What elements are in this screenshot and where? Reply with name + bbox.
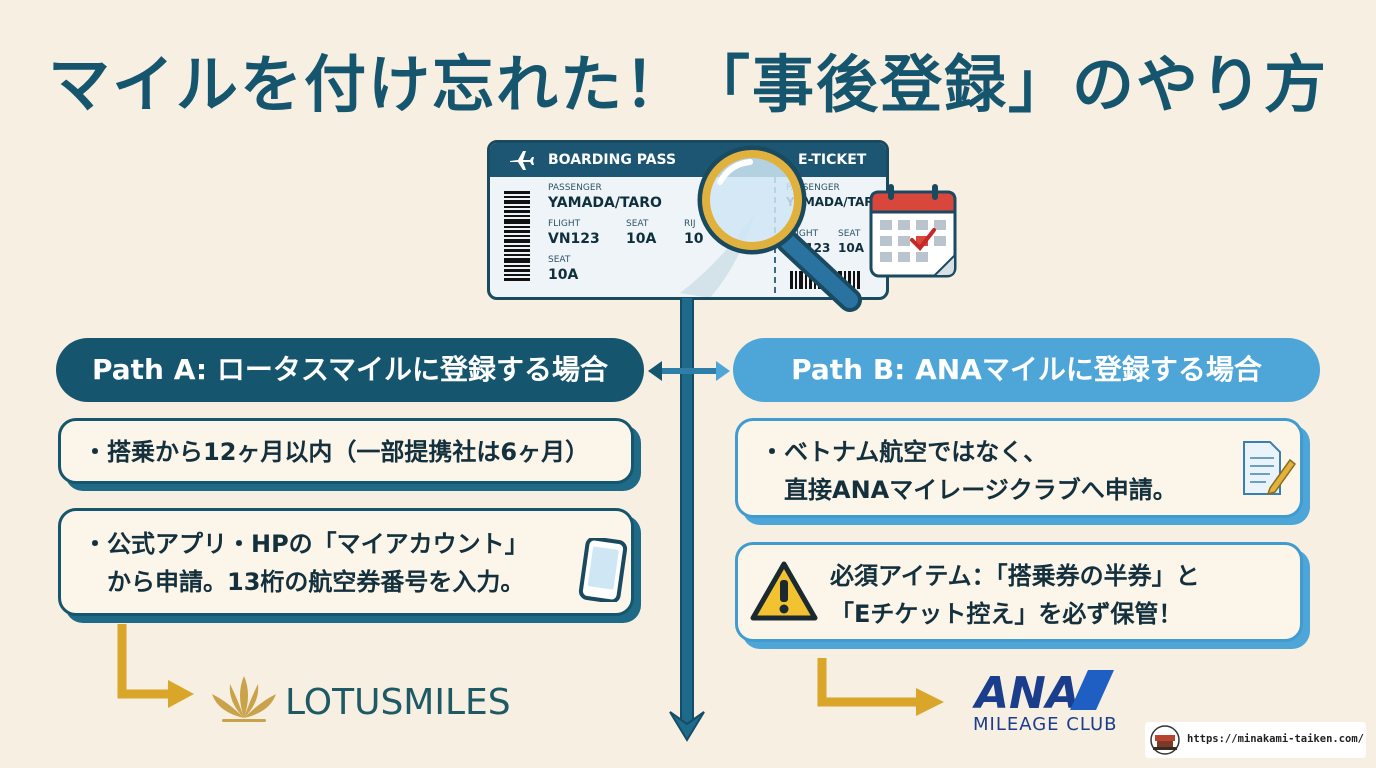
smartphone-icon [578,538,628,602]
path-b-card-apply: ・ベトナム航空ではなく、 直接ANAマイレージクラブへ申請。 [735,418,1303,518]
site-url-badge[interactable]: https://minakami-taiken.com/ [1145,722,1366,758]
arrow-right-icon [117,624,194,708]
path-b-apply-line2: 直接ANAマイレージクラブへ申請。 [760,476,1177,504]
boarding-pass-illustration: BOARDING PASS E-TICKET PASSENGER YAMADA/… [487,140,889,300]
seat-value: 10A [626,231,657,247]
ana-logo-text: ANA [975,668,1080,719]
vertical-barcode-icon [504,191,530,281]
path-b-apply-line1: ・ベトナム航空ではなく、 [760,438,1048,466]
stub-seat-value: 10A [838,241,864,255]
flight-label: FLIGHT [548,219,581,229]
path-b-card-required-items: 必須アイテム：「搭乗券の半券」と 「Eチケット控え」を必ず保管！ [735,542,1303,642]
path-b-required-line1: 必須アイテム：「搭乗券の半券」と [830,562,1200,590]
path-a-card-apply: ・公式アプリ・HPの「マイアカウント」 から申請。13桁の航空券番号を入力。 [58,508,634,616]
path-a-apply-line2: から申請。13桁の航空券番号を入力。 [83,568,525,596]
warning-icon [750,561,818,621]
path-b-heading: Path B: ANAマイルに登録する場合 [733,338,1320,402]
path-a-heading: Path A: ロータスマイルに登録する場合 [56,338,644,402]
e-ticket-label: E-TICKET [798,152,867,168]
mileage-club-text: MILEAGE CLUB [973,714,1118,735]
stub-passenger-label: PASSENGER [786,183,840,193]
passenger-label: PASSENGER [548,183,602,193]
seat2-value: 10A [548,267,579,283]
magnifying-glass-icon [697,145,862,312]
row-value: 10 [684,231,704,247]
airplane-icon [510,151,534,170]
ticket-header: BOARDING PASS E-TICKET [490,143,886,177]
row-label: RIJ [684,219,696,229]
boarding-pass-label: BOARDING PASS [548,152,677,168]
path-a-card-deadline: ・搭乗から12ヶ月以内（一部提携社は6ヶ月） [58,418,634,484]
seat-label: SEAT [626,219,649,229]
ticket-watermark-icon [680,213,755,297]
stub-flight-label: FLIGHT [786,229,819,239]
arrow-right-icon [817,658,944,716]
site-url-link[interactable]: https://minakami-taiken.com/ [1187,733,1365,745]
path-a-apply-line1: ・公式アプリ・HPの「マイアカウント」 [83,530,529,558]
seat2-label: SEAT [548,255,571,265]
calendar-icon [869,184,957,278]
stub-passenger-name: YAMADA/TARO [786,195,884,209]
central-flow-line [680,298,694,726]
document-edit-icon [1243,441,1296,496]
path-a-deadline-text: ・搭乗から12ヶ月以内（一部提携社は6ヶ月） [83,438,590,466]
flight-value: VN123 [548,231,600,247]
stub-seat-label: SEAT [838,229,861,239]
page-title: マイルを付け忘れた！「事後登録」のやり方 [47,48,1328,121]
bidirectional-arrow-icon [648,361,730,381]
avatar [1150,725,1180,755]
lotusmiles-logo-text: LOTUSMILES [285,682,511,723]
arrow-down-icon [669,711,705,742]
passenger-name: YAMADA/TARO [548,195,662,211]
path-b-required-line2: 「Eチケット控え」を必ず保管！ [830,600,1183,628]
lotus-logo-icon [212,676,276,722]
ana-stripe-icon [1070,670,1114,710]
